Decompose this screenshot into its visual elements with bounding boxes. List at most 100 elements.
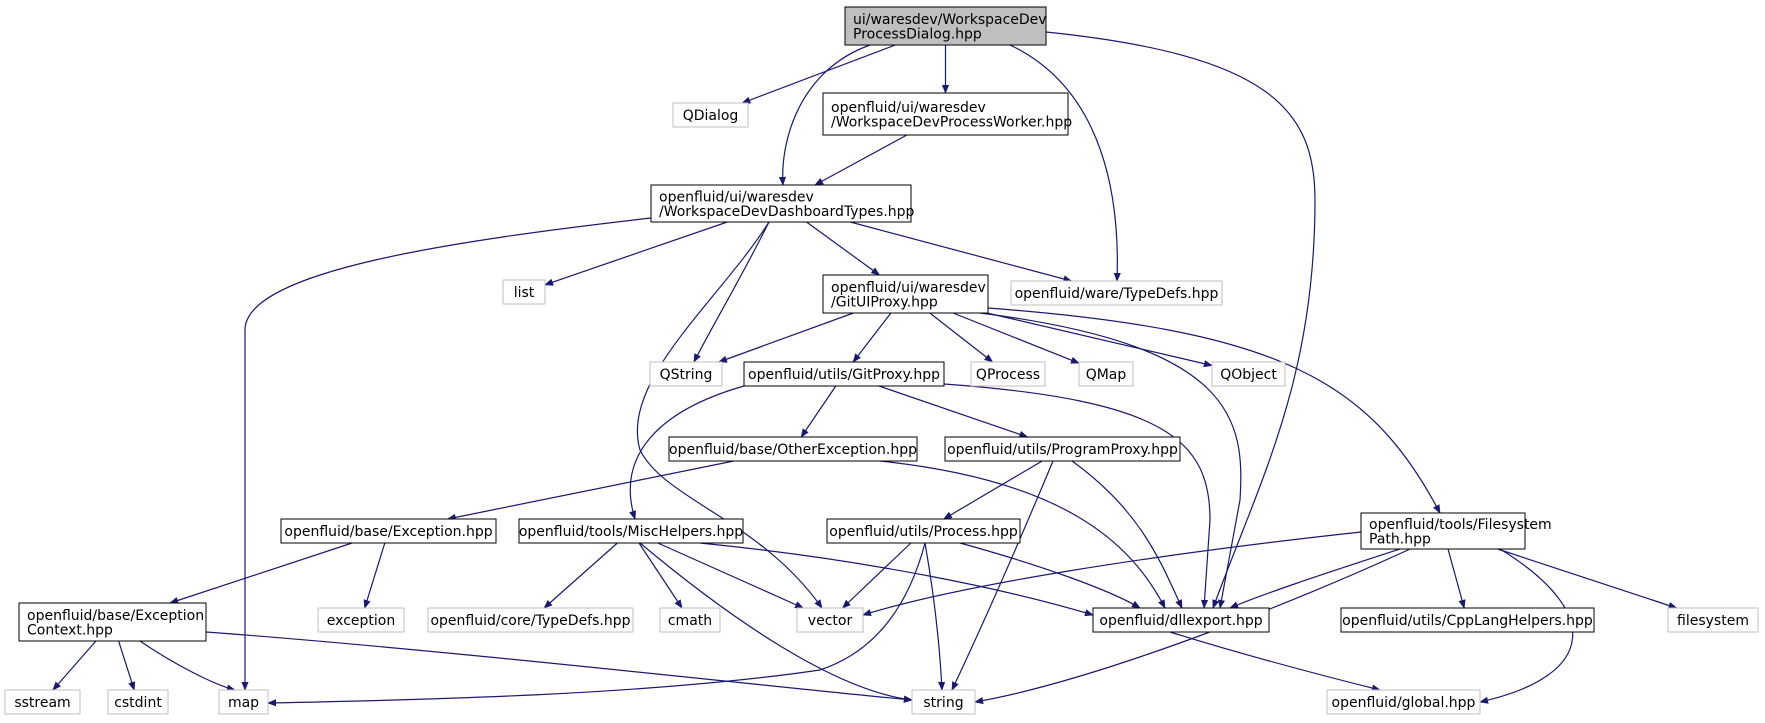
graph-node-global: openfluid/global.hpp: [1326, 689, 1481, 715]
node-label: sstream: [14, 695, 70, 711]
edge-dashboard-to-qstring: [693, 221, 770, 363]
edge-gitproxy-to-dllexport: [943, 383, 1211, 609]
edge-process-to-dllexport: [959, 542, 1141, 609]
node-box: [822, 92, 1069, 136]
node-box: [911, 689, 976, 715]
node-label: QProcess: [976, 367, 1040, 383]
node-label: map: [228, 695, 259, 711]
edge-otherexc-to-dllexport: [879, 460, 1166, 609]
node-label: openfluid/base/Exception: [27, 608, 204, 624]
edge-gitui-to-qstring: [718, 312, 854, 363]
node-box: [1667, 607, 1759, 633]
graph-node-vector: vector: [796, 607, 864, 633]
node-label: ui/waresdev/WorkspaceDev: [853, 12, 1047, 28]
edge-root-to-qdialog: [741, 44, 896, 104]
node-box: [280, 518, 497, 544]
node-label: openfluid/utils/Process.hpp: [829, 524, 1018, 540]
node-label: openfluid/ui/waresdev: [659, 189, 814, 205]
node-label: cstdint: [114, 695, 162, 711]
node-box: [844, 6, 1047, 46]
edge-dashboard-to-waretypedefs: [850, 221, 1073, 283]
node-label: openfluid/utils/ProgramProxy.hpp: [947, 442, 1178, 458]
node-label: QMap: [1086, 367, 1127, 383]
edge-exccontext-to-string: [205, 631, 913, 703]
graph-node-worker[interactable]: openfluid/ui/waresdev/WorkspaceDevProces…: [822, 92, 1072, 136]
edge-dashboard-to-gitui: [806, 221, 881, 276]
node-box: [672, 102, 749, 128]
node-label: openfluid/utils/CppLangHelpers.hpp: [1342, 613, 1593, 629]
node-label: QDialog: [683, 108, 739, 124]
node-label: QObject: [1220, 367, 1277, 383]
node-box: [317, 607, 405, 633]
node-label: /GitUIProxy.hpp: [831, 294, 938, 310]
graph-node-qobject: QObject: [1211, 361, 1286, 387]
node-box: [826, 518, 1021, 544]
node-label: exception: [327, 613, 395, 629]
node-box: [668, 436, 918, 462]
edge-root-to-dashboard: [778, 44, 871, 186]
edge-mischelpers-to-cmath: [638, 542, 683, 609]
edge-gitui-to-qprocess: [929, 312, 994, 363]
edge-progproxy-to-dllexport: [1071, 460, 1183, 609]
graph-node-qstring: QString: [649, 361, 723, 387]
node-box: [743, 361, 945, 387]
node-box: [1010, 280, 1223, 306]
node-label: string: [923, 695, 963, 711]
graph-node-dllexport[interactable]: openfluid/dllexport.hpp: [1092, 607, 1270, 633]
graph-node-waretypedefs: openfluid/ware/TypeDefs.hpp: [1010, 280, 1223, 306]
edge-process-to-map: [267, 542, 926, 707]
node-label: openfluid/ui/waresdev: [831, 100, 986, 116]
node-box: [1211, 361, 1286, 387]
graph-node-progproxy[interactable]: openfluid/utils/ProgramProxy.hpp: [944, 436, 1181, 462]
node-box: [1340, 607, 1595, 633]
edge-root-to-waretypedefs: [1009, 44, 1121, 282]
node-box: [427, 607, 634, 633]
graph-node-process[interactable]: openfluid/utils/Process.hpp: [826, 518, 1021, 544]
graph-node-otherexc[interactable]: openfluid/base/OtherException.hpp: [668, 436, 918, 462]
node-label: openfluid/tools/MiscHelpers.hpp: [519, 524, 743, 540]
graph-node-cstdint: cstdint: [107, 689, 169, 715]
edge-fspath-to-cpplang: [1447, 548, 1466, 609]
edge-dashboard-to-vector: [636, 221, 823, 609]
edge-fspath-to-filesystem: [1497, 548, 1678, 609]
graph-node-dashboard[interactable]: openfluid/ui/waresdev/WorkspaceDevDashbo…: [650, 184, 915, 223]
node-box: [1360, 512, 1526, 550]
edge-process-to-vector: [841, 542, 912, 609]
edge-mischelpers-to-vector: [657, 542, 805, 609]
graph-node-cpplang[interactable]: openfluid/utils/CppLangHelpers.hpp: [1340, 607, 1595, 633]
edge-fspath-to-global: [1479, 548, 1574, 704]
node-label: list: [514, 285, 535, 301]
node-label: openfluid/global.hpp: [1332, 695, 1476, 711]
edge-gitui-to-fspath: [987, 307, 1441, 514]
node-label: vector: [808, 613, 853, 629]
edge-dllexport-to-global: [1169, 631, 1381, 692]
node-label: /WorkspaceDevProcessWorker.hpp: [831, 114, 1072, 130]
graph-node-gitui[interactable]: openfluid/ui/waresdev/GitUIProxy.hpp: [822, 274, 989, 314]
graph-node-gitproxy[interactable]: openfluid/utils/GitProxy.hpp: [743, 361, 945, 387]
node-label: openfluid/dllexport.hpp: [1099, 613, 1262, 629]
node-label: filesystem: [1677, 613, 1749, 629]
graph-node-filesystem: filesystem: [1667, 607, 1759, 633]
graph-node-coretypedefs: openfluid/core/TypeDefs.hpp: [427, 607, 634, 633]
edge-mischelpers-to-string: [639, 542, 913, 703]
node-box: [218, 689, 269, 715]
graph-node-qmap: QMap: [1078, 361, 1134, 387]
graph-node-mischelpers[interactable]: openfluid/tools/MiscHelpers.hpp: [518, 518, 744, 544]
node-box: [649, 361, 723, 387]
graph-node-root[interactable]: ui/waresdev/WorkspaceDevProcessDialog.hp…: [844, 6, 1047, 46]
edge-mischelpers-to-dllexport: [699, 542, 1094, 617]
graph-node-map: map: [218, 689, 269, 715]
edge-fspath-to-dllexport: [1229, 548, 1401, 609]
node-box: [650, 184, 912, 223]
graph-node-string: string: [911, 689, 976, 715]
node-box: [518, 518, 744, 544]
graph-node-exception[interactable]: openfluid/base/Exception.hpp: [280, 518, 497, 544]
edge-otherexc-to-exception: [446, 460, 734, 521]
edge-worker-to-dashboard: [814, 134, 908, 186]
node-box: [107, 689, 169, 715]
node-box: [659, 607, 721, 633]
node-box: [1078, 361, 1134, 387]
